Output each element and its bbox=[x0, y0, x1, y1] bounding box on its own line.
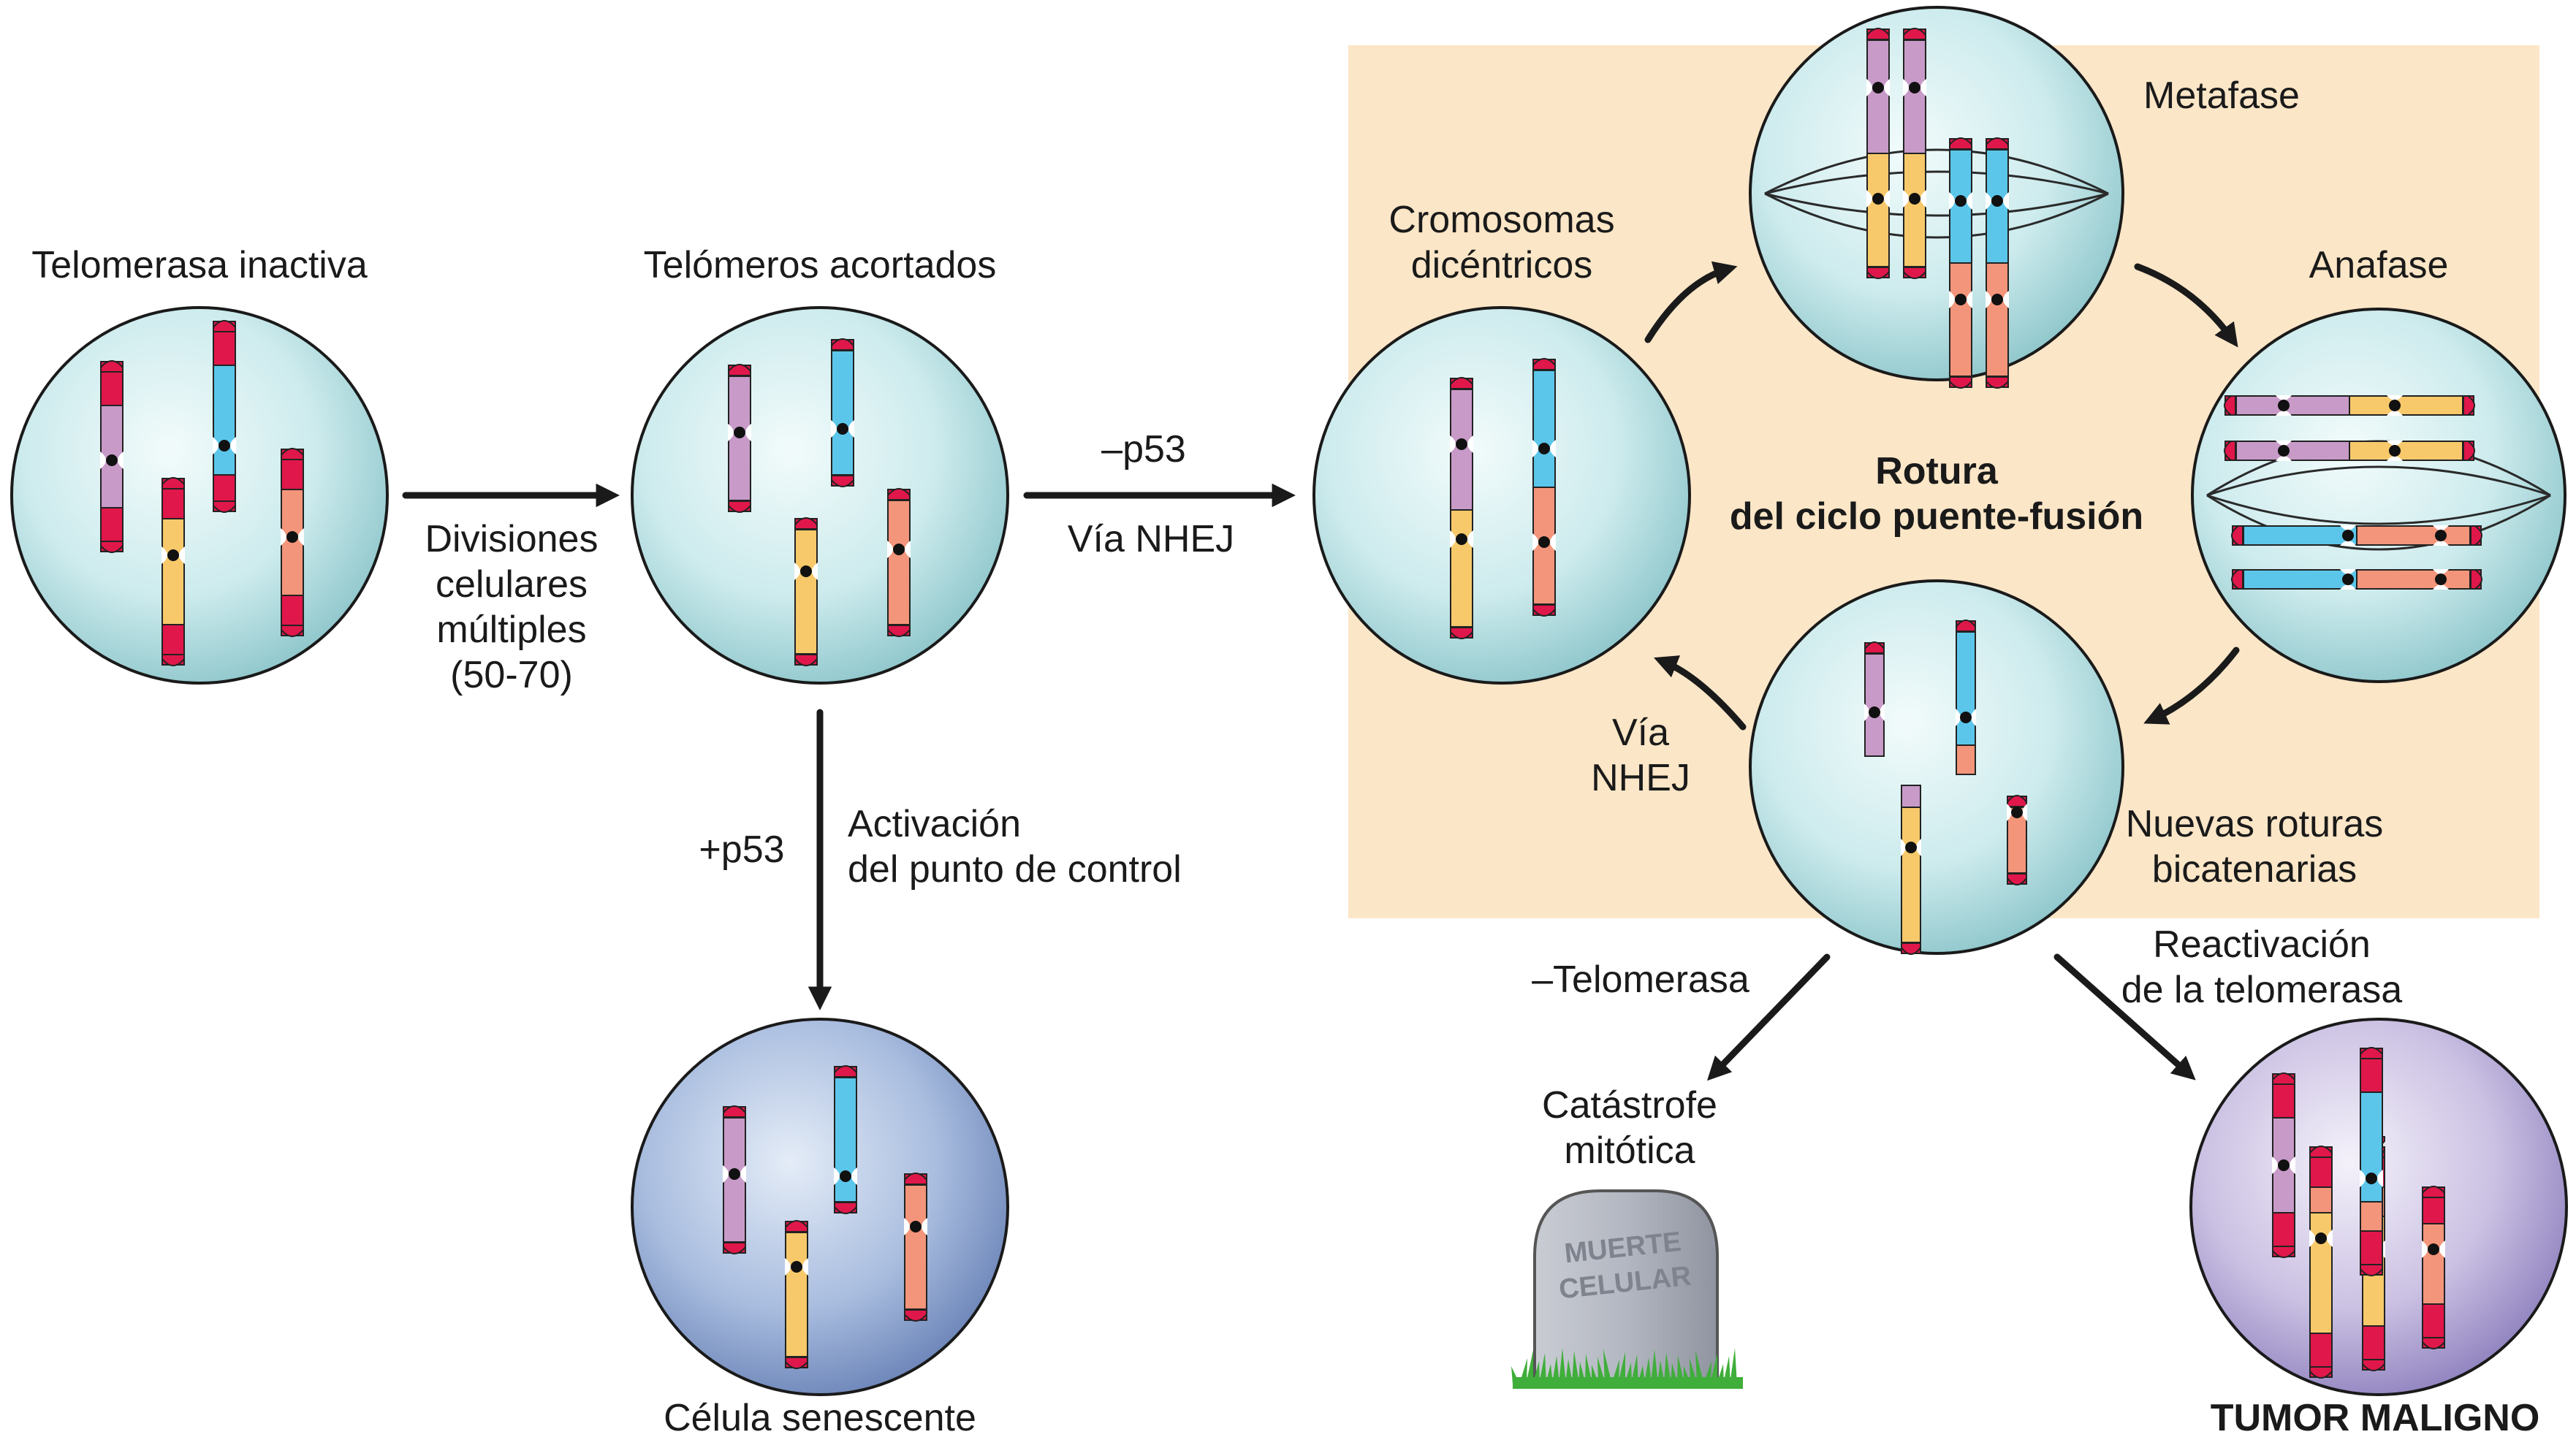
grass-blade bbox=[1664, 1352, 1671, 1384]
label-via-nhej-cycle-2: NHEJ bbox=[1591, 757, 1690, 799]
cell-nuevas-roturas bbox=[1749, 579, 2124, 955]
label-telomerasa-inactiva: Telomerasa inactiva bbox=[31, 244, 368, 286]
grass-blade bbox=[1710, 1353, 1717, 1384]
grass bbox=[1511, 1348, 1743, 1389]
label-anafase: Anafase bbox=[2309, 244, 2449, 286]
grass-base bbox=[1513, 1377, 1743, 1389]
arrow-to-anafase bbox=[2134, 263, 2238, 348]
grass-blade bbox=[1572, 1351, 1579, 1384]
chromosome-32 bbox=[2422, 1186, 2445, 1349]
chromosome-6 bbox=[831, 338, 854, 487]
cell-dicentricos bbox=[1312, 306, 1691, 685]
chromosome-18 bbox=[1986, 137, 2009, 389]
arrow-minus-telomerasa bbox=[1706, 953, 1831, 1081]
chromosome-5 bbox=[728, 364, 751, 513]
label-plus-p53: +p53 bbox=[699, 828, 784, 871]
grass-blade bbox=[1539, 1353, 1546, 1384]
chromosome-4 bbox=[281, 448, 304, 637]
chromosome-20 bbox=[2224, 441, 2475, 461]
cell-telomerasa-inactiva bbox=[10, 306, 389, 685]
label-reactivacion-1: Reactivación bbox=[2153, 923, 2371, 966]
chromosome-22 bbox=[2231, 569, 2482, 590]
grass-blade bbox=[1585, 1354, 1592, 1384]
label-divisiones-4: (50-70) bbox=[450, 654, 573, 696]
chromosome-27 bbox=[2272, 1072, 2295, 1258]
labels: Telomerasa inactiva Telómeros acortados … bbox=[31, 75, 2539, 1439]
chromosomes bbox=[100, 28, 2482, 1379]
chromosome-7 bbox=[794, 517, 818, 666]
arrow-to-metafase bbox=[1644, 261, 1738, 343]
label-activacion-2: del punto de control bbox=[848, 848, 1182, 891]
chromosome-21 bbox=[2231, 525, 2482, 546]
label-minus-p53: –p53 bbox=[1101, 428, 1186, 470]
label-catastrofe-2: mitótica bbox=[1564, 1129, 1695, 1172]
label-via-nhej-cycle-1: Vía bbox=[1612, 712, 1669, 754]
chromosome-13 bbox=[1450, 377, 1473, 639]
grass-blade bbox=[1730, 1348, 1737, 1384]
chromosome-31 bbox=[2360, 1047, 2383, 1276]
tombstone-stone bbox=[1533, 1189, 1719, 1382]
chromosome-11 bbox=[785, 1220, 808, 1369]
label-via-nhej-top: Vía NHEJ bbox=[1068, 518, 1234, 560]
arrows bbox=[402, 261, 2240, 1081]
label-rotura-1: Rotura bbox=[1875, 450, 1999, 492]
label-activacion-1: Activación bbox=[848, 803, 1021, 845]
label-celula-senescente: Célula senescente bbox=[664, 1397, 976, 1439]
chromosome-2 bbox=[213, 320, 236, 513]
chromosome-1 bbox=[100, 360, 124, 553]
cell-telomeros-acortados bbox=[631, 306, 1009, 685]
label-divisiones-1: Divisiones bbox=[425, 518, 599, 560]
grass-blade bbox=[1603, 1349, 1612, 1384]
chromosome-26 bbox=[2007, 795, 2027, 885]
chromosome-15 bbox=[1866, 28, 1890, 279]
chromosome-24 bbox=[1956, 620, 1976, 775]
grass-blade bbox=[1631, 1354, 1638, 1384]
label-telomeros-acortados: Telómeros acortados bbox=[644, 244, 997, 286]
chromosome-30 bbox=[2309, 1146, 2333, 1379]
arrow-via-nhej bbox=[1653, 655, 1747, 731]
chromosome-17 bbox=[1949, 137, 1972, 389]
grass-blade bbox=[1651, 1349, 1658, 1384]
chromosome-10 bbox=[834, 1065, 857, 1214]
chromosome-12 bbox=[904, 1173, 927, 1322]
chromosome-16 bbox=[1903, 28, 1926, 279]
metafase-spindle bbox=[1764, 148, 2109, 239]
label-rotura-2: del ciclo puente-fusión bbox=[1730, 495, 2143, 538]
grass-blade bbox=[1526, 1350, 1533, 1384]
label-reactivacion-2: de la telomerasa bbox=[2121, 969, 2403, 1011]
chromosome-19 bbox=[2224, 395, 2475, 416]
label-catastrofe-1: Catástrofe bbox=[1542, 1084, 1717, 1127]
label-minus-telomerasa: –Telomerasa bbox=[1532, 959, 1749, 1001]
chromosome-14 bbox=[1532, 358, 1556, 617]
chromosome-23 bbox=[1864, 641, 1885, 757]
grass-blade bbox=[1695, 1350, 1704, 1384]
label-nuevas-roturas-1: Nuevas roturas bbox=[2126, 803, 2384, 845]
arrow-reactivacion bbox=[2053, 953, 2196, 1081]
grass-blade bbox=[1559, 1348, 1566, 1384]
cell-anafase bbox=[2191, 308, 2566, 683]
chromosome-25 bbox=[1901, 785, 1921, 955]
chromosome-8 bbox=[887, 488, 911, 637]
chromosome-3 bbox=[162, 477, 185, 666]
grass-blade bbox=[1618, 1352, 1625, 1384]
tombstone: MUERTE CELULAR bbox=[1511, 1189, 1743, 1389]
label-divisiones-2: celulares bbox=[436, 563, 588, 606]
cell-metafase bbox=[1749, 6, 2124, 381]
chromosome-9 bbox=[723, 1105, 746, 1254]
label-nuevas-roturas-2: bicatenarias bbox=[2152, 848, 2357, 891]
label-cromosomas-1: Cromosomas bbox=[1388, 199, 1614, 241]
label-tumor-maligno: TUMOR MALIGNO bbox=[2211, 1397, 2540, 1439]
cell-senescente bbox=[631, 1018, 1009, 1396]
label-metafase: Metafase bbox=[2143, 75, 2300, 117]
label-cromosomas-2: dicéntricos bbox=[1411, 244, 1593, 286]
arrow-to-nuevas-roturas bbox=[2143, 647, 2240, 725]
label-divisiones-3: múltiples bbox=[436, 609, 586, 651]
